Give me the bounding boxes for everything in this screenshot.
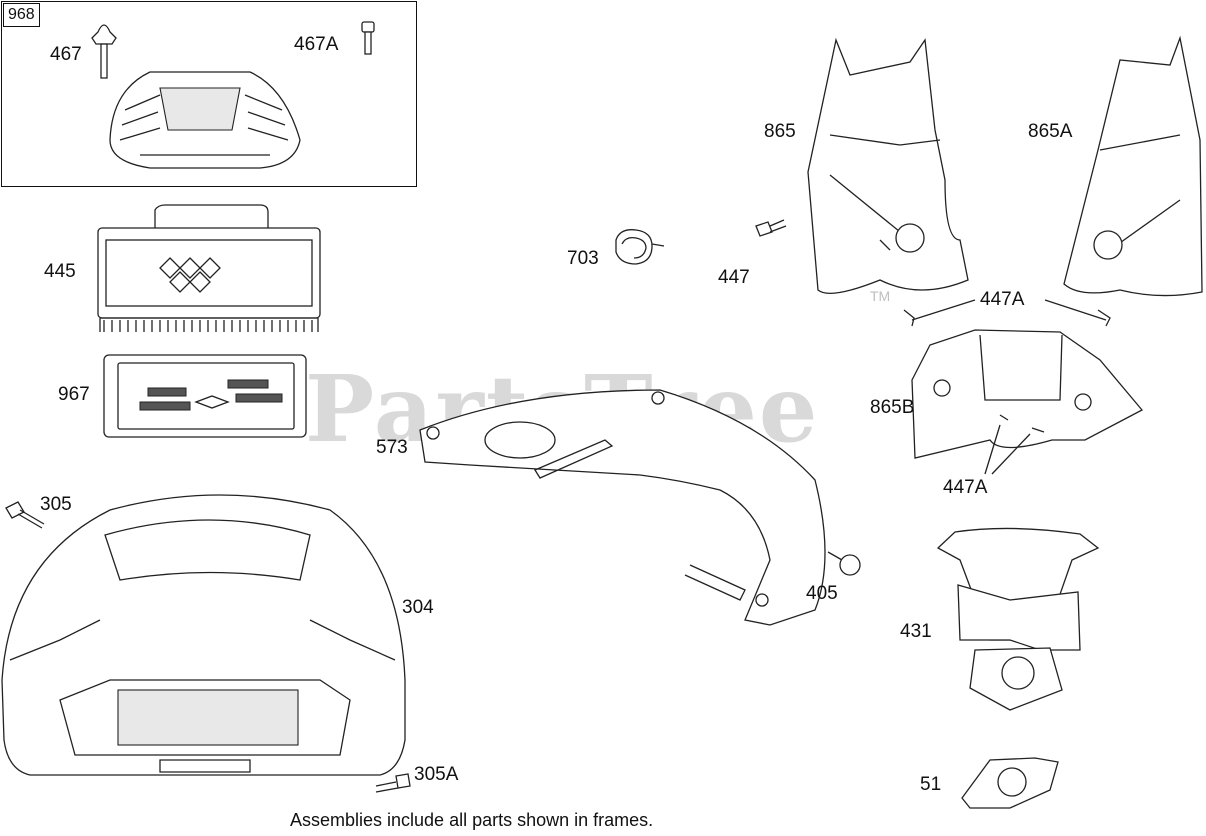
part-305-drawing — [5, 501, 45, 529]
label-305A: 305A — [414, 764, 459, 785]
part-431-drawing — [936, 527, 1100, 711]
part-447A-top-drawing — [903, 299, 1111, 327]
label-447: 447 — [718, 267, 750, 288]
label-467: 467 — [50, 44, 82, 65]
footer-note: Assemblies include all parts shown in fr… — [290, 810, 654, 830]
part-467A-drawing — [361, 21, 375, 55]
label-703: 703 — [567, 248, 599, 269]
label-305: 305 — [40, 494, 72, 515]
label-405: 405 — [806, 583, 838, 604]
label-447A-bottom: 447A — [943, 477, 988, 498]
part-445-drawing — [97, 204, 321, 332]
label-865: 865 — [764, 121, 796, 142]
part-304-drawing — [1, 494, 406, 776]
label-865B: 865B — [870, 397, 915, 418]
part-865A-drawing — [1063, 35, 1203, 297]
label-51: 51 — [920, 774, 942, 795]
part-305A-drawing — [375, 773, 411, 793]
part-51-drawing — [961, 757, 1059, 809]
label-431: 431 — [900, 621, 932, 642]
frame-id-label: 968 — [3, 3, 40, 27]
air-cleaner-cover-drawing — [109, 71, 301, 169]
part-865B-drawing — [911, 329, 1144, 459]
label-304: 304 — [402, 597, 434, 618]
part-447A-bottom-drawing — [984, 424, 1031, 475]
assembly-frame — [1, 1, 417, 187]
part-405-drawing — [827, 551, 861, 576]
part-447-drawing — [755, 219, 787, 237]
part-865-drawing — [807, 37, 969, 294]
label-447A-top: 447A — [980, 289, 1025, 310]
part-467-drawing — [91, 24, 117, 79]
part-703-drawing — [615, 229, 665, 265]
watermark-trademark: TM — [870, 288, 891, 304]
part-573-drawing — [419, 389, 826, 626]
label-445: 445 — [44, 261, 76, 282]
label-865A: 865A — [1028, 121, 1073, 142]
label-967: 967 — [58, 384, 90, 405]
label-573: 573 — [376, 437, 408, 458]
part-967-drawing — [103, 354, 307, 438]
label-467A: 467A — [294, 34, 339, 55]
